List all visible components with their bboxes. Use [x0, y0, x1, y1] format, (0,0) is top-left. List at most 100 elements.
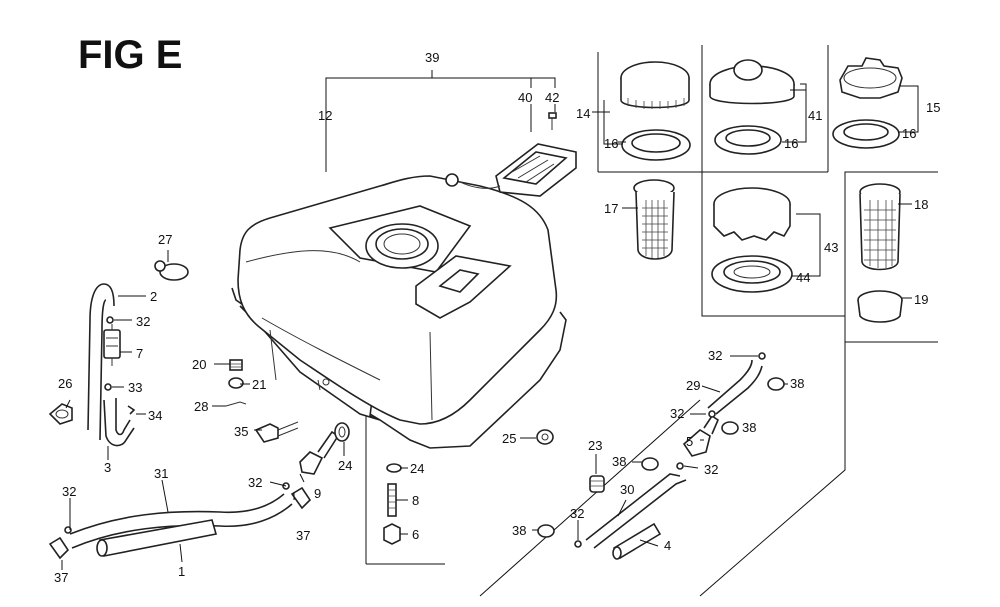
- callout-23: 23: [588, 438, 602, 453]
- spring-28: [225, 401, 247, 407]
- callout-16-a: 16: [604, 136, 618, 151]
- clamp-27: [154, 260, 189, 281]
- callout-32-a: 32: [136, 314, 150, 329]
- small-clips-left: [104, 316, 136, 415]
- cap-23: [589, 475, 605, 493]
- fuel-tank: [231, 175, 567, 449]
- hose-1: [96, 519, 218, 557]
- callout-35: 35: [234, 424, 248, 439]
- callout-43: 43: [824, 240, 838, 255]
- callout-labels: 39 12 40 42 14 16 17 41 16 15 16 43 44 1…: [54, 50, 940, 585]
- clamp-38d: [721, 421, 739, 435]
- callout-3: 3: [104, 460, 111, 475]
- callout-37-b: 37: [54, 570, 68, 585]
- callout-37-a: 37: [296, 528, 310, 543]
- callout-9: 9: [314, 486, 321, 501]
- callout-32-c: 32: [62, 484, 76, 499]
- callout-8: 8: [412, 493, 419, 508]
- callout-12: 12: [318, 108, 332, 123]
- callout-42: 42: [545, 90, 559, 105]
- callout-28: 28: [194, 399, 208, 414]
- nut-25: [536, 429, 554, 445]
- strainer-18: [859, 183, 901, 271]
- callout-4: 4: [664, 538, 671, 553]
- small-clips-right: [64, 352, 766, 548]
- figure-title: FIG E: [78, 33, 182, 77]
- gasket-44: [711, 255, 793, 293]
- washer-24a: [334, 422, 350, 442]
- clip-26: [48, 403, 73, 425]
- drain-bolt-35: [254, 421, 299, 443]
- clamp-37b: [48, 536, 70, 560]
- callout-20: 20: [192, 357, 206, 372]
- leader-lines: [61, 70, 919, 570]
- callout-32-e: 32: [708, 348, 722, 363]
- strainer-17: [633, 179, 675, 260]
- callout-32-d: 32: [570, 506, 584, 521]
- callout-41: 41: [808, 108, 822, 123]
- fuel-cock-5: [682, 414, 719, 457]
- callout-31: 31: [154, 466, 168, 481]
- fuel-valve-9: [299, 430, 340, 475]
- fuel-gauge: [445, 143, 577, 197]
- callout-32-g: 32: [704, 462, 718, 477]
- callout-7: 7: [136, 346, 143, 361]
- callout-27: 27: [158, 232, 172, 247]
- callout-32-b: 32: [248, 475, 262, 490]
- cap-14: [620, 61, 690, 109]
- callout-25: 25: [502, 431, 516, 446]
- callout-6: 6: [412, 527, 419, 542]
- callout-14: 14: [576, 106, 590, 121]
- callout-34: 34: [148, 408, 162, 423]
- callout-24-b: 24: [410, 461, 424, 476]
- gasket-16b: [714, 125, 782, 155]
- callout-32-f: 32: [670, 406, 684, 421]
- callout-18: 18: [914, 197, 928, 212]
- callout-15: 15: [926, 100, 940, 115]
- callout-38-c: 38: [790, 376, 804, 391]
- bolt-8: [387, 483, 397, 517]
- callout-2: 2: [150, 289, 157, 304]
- clamp-38a: [641, 457, 659, 471]
- screw-42: [548, 112, 557, 130]
- gasket-16c: [832, 119, 900, 149]
- callout-33: 33: [128, 380, 142, 395]
- callout-21: 21: [252, 377, 266, 392]
- hose-4: [612, 522, 662, 560]
- ring-19: [857, 290, 903, 323]
- callout-26: 26: [58, 376, 72, 391]
- callout-44: 44: [796, 270, 810, 285]
- hose-3: [103, 398, 135, 447]
- callout-40: 40: [518, 90, 532, 105]
- callout-5: 5: [686, 434, 693, 449]
- assembly-bracket-lines: [365, 330, 846, 597]
- clamp-38b: [537, 524, 555, 538]
- cap-15: [839, 57, 903, 99]
- callout-16-b: 16: [784, 136, 798, 151]
- cap-41: [709, 59, 795, 105]
- callout-19: 19: [914, 292, 928, 307]
- callout-1: 1: [178, 564, 185, 579]
- bolt-20: [229, 359, 243, 371]
- clamp-38c: [767, 377, 785, 391]
- cap-43: [713, 187, 791, 241]
- clamp-37a: [290, 486, 312, 510]
- callout-16-c: 16: [902, 126, 916, 141]
- callout-38-d: 38: [742, 420, 756, 435]
- callout-38-b: 38: [512, 523, 526, 538]
- washer-24b: [386, 463, 402, 473]
- gasket-16a: [621, 129, 691, 161]
- nut-6: [383, 523, 401, 545]
- callout-39: 39: [425, 50, 439, 65]
- callout-30: 30: [620, 482, 634, 497]
- fuel-filter-7: [103, 324, 121, 366]
- callout-24-a: 24: [338, 458, 352, 473]
- callout-29: 29: [686, 378, 700, 393]
- callout-38-a: 38: [612, 454, 626, 469]
- hose-29: [707, 359, 763, 415]
- washer-21: [228, 377, 244, 389]
- hose-30: [585, 473, 687, 549]
- callout-17: 17: [604, 201, 618, 216]
